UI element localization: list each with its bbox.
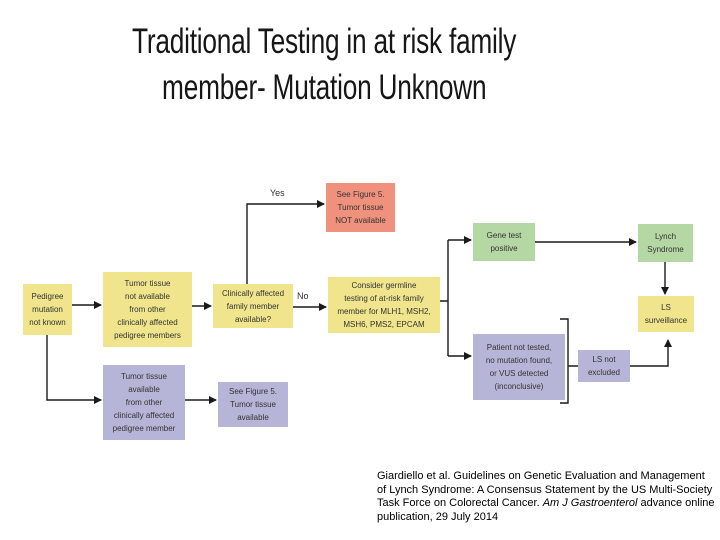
node-text-line: no mutation found, — [485, 356, 553, 365]
node-ls-not-excluded: LS not excluded — [578, 350, 630, 382]
node-see-figure5-tumor-tissue-available: See Figure 5. Tumor tissue available — [218, 382, 288, 427]
slide-title-line1: Traditional Testing in at risk family — [131, 22, 517, 61]
citation-line3: Task Force on Colorectal Cancer. Am J Ga… — [377, 497, 717, 511]
arrow-pedigree-to-tumor-available — [46, 335, 102, 404]
citation-line4: publication, 29 July 2014 — [377, 511, 499, 524]
citation-line2: of Lynch Syndrome: A Consensus Statement… — [377, 483, 713, 496]
node-text-line: See Figure 5. — [228, 387, 278, 396]
node-text-line: Tumor tissue — [121, 372, 167, 381]
node-text-line: from other — [129, 305, 166, 314]
node-text-line: positive — [490, 244, 518, 253]
node-text-line: testing of at-risk family — [344, 294, 424, 303]
node-text-line: Consider germline — [351, 281, 417, 290]
node-text-line: MSH6, PMS2, EPCAM — [343, 320, 425, 329]
node-text-line: clinically affected — [117, 318, 178, 327]
edge-label-yes: Yes — [270, 188, 285, 198]
node-lynch-syndrome: Lynch Syndrome — [638, 224, 693, 262]
node-text-line: LS — [661, 303, 671, 312]
node-text-line: not known — [29, 318, 66, 327]
node-text-line: not available — [125, 292, 170, 301]
node-ls-surveillance: LS surveillance — [638, 296, 694, 332]
node-text-line: mutation — [32, 305, 63, 314]
node-gene-test-positive: Gene test positive — [473, 223, 535, 261]
node-text-line: Syndrome — [647, 245, 684, 254]
node-text-line: Pedigree — [31, 292, 64, 301]
node-text-line: Lynch — [654, 232, 677, 241]
node-text-line: Gene test — [486, 231, 522, 240]
node-text-line: Tumor tissue — [230, 400, 276, 409]
citation-line3-post: advance online — [637, 497, 715, 510]
arrow-yes-to-fig5-not-available — [246, 200, 325, 284]
node-see-figure5-tumor-tissue-not-available: See Figure 5. Tumor tissue NOT available — [326, 183, 395, 232]
slide-title: Traditional Testing in at risk family me… — [0, 19, 648, 111]
node-clinically-affected-available: Clinically affected family member availa… — [213, 284, 293, 328]
node-text-line: family member — [226, 301, 280, 311]
node-text-line: NOT available — [335, 216, 386, 225]
node-text-line: excluded — [587, 368, 621, 377]
node-tumor-tissue-available: Tumor tissue available from other clinic… — [103, 365, 185, 440]
node-tumor-tissue-not-available: Tumor tissue not available from other cl… — [103, 272, 192, 347]
node-text-line: Patient not tested, — [486, 343, 552, 352]
node-text-line: available? — [234, 314, 272, 324]
node-text-line: (inconclusive) — [494, 382, 544, 391]
node-patient-not-tested: Patient not tested, no mutation found, o… — [473, 334, 565, 400]
arrow-ls-not-excluded-to-ls-surveillance — [630, 339, 672, 367]
node-consider-germline-testing: Consider germline testing of at-risk fam… — [328, 277, 440, 333]
slide-title-line2: member- Mutation Unknown — [161, 68, 487, 107]
node-text-line: pedigree members — [114, 331, 181, 340]
node-text-line: or VUS detected — [489, 369, 549, 378]
node-text-line: from other — [125, 398, 163, 407]
node-text-line: Tumor tissue — [337, 203, 384, 212]
node-text-line: clinically affected — [113, 411, 175, 420]
citation-line3-pre: Task Force on Colorectal Cancer. — [377, 497, 543, 510]
node-text-line: member for MLH1, MSH2, — [337, 307, 431, 316]
node-text-line: pedigree member — [112, 424, 176, 433]
node-text-line: See Figure 5. — [336, 190, 385, 199]
node-text-line: LS not — [592, 355, 616, 364]
node-text-line: surveillance — [644, 316, 688, 325]
node-text-line: Clinically affected — [221, 288, 285, 298]
citation-journal-name: Am J Gastroenterol — [542, 497, 638, 510]
citation-line1: Giardiello et al. Guidelines on Genetic … — [377, 470, 705, 482]
node-text-line: available — [237, 413, 269, 422]
node-text-line: available — [128, 385, 160, 394]
branch-line-consider-germline — [440, 240, 449, 356]
edge-label-no: No — [297, 291, 309, 301]
node-pedigree-mutation-not-known: Pedigree mutation not known — [23, 284, 72, 335]
citation: Giardiello et al. Guidelines on Genetic … — [377, 470, 717, 525]
node-text-line: Tumor tissue — [124, 279, 171, 288]
